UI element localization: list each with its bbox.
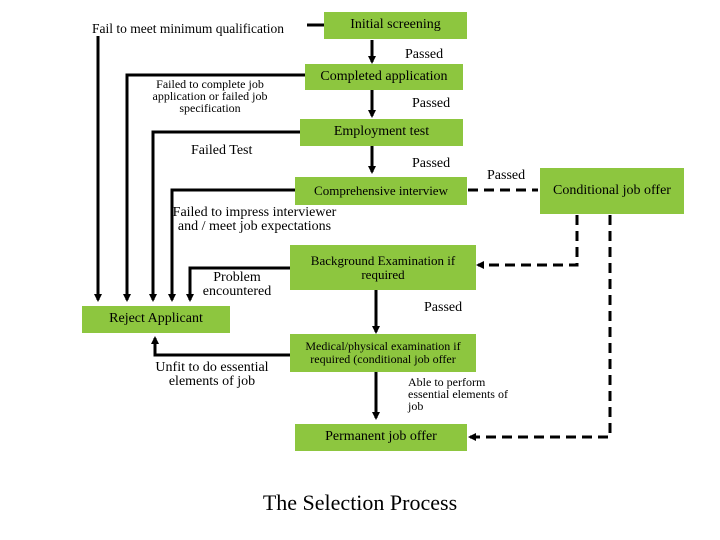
completed-application-label: Completed application xyxy=(320,68,448,84)
reject-line-medical xyxy=(151,336,290,357)
initial-screening-box: Initial screening xyxy=(324,12,467,39)
failed-application-label: Failed to complete job application or fa… xyxy=(152,77,268,115)
reject-applicant-box: Reject Applicant xyxy=(82,306,230,333)
reject-line-background xyxy=(186,266,290,302)
employment-test-label: Employment test xyxy=(333,124,430,140)
permanent-job-offer-box: Permanent job offer xyxy=(295,424,467,451)
able-to-perform-label: Able to perform essential elements of jo… xyxy=(408,375,508,413)
fail-minimum-label: Fail to meet minimum qualification xyxy=(92,22,307,36)
comprehensive-interview-label: Comprehensive interview xyxy=(314,183,448,199)
passed-label-2: Passed xyxy=(412,96,451,111)
failed-impress-label: Failed to impress interviewer and / meet… xyxy=(172,205,337,234)
permanent-job-offer-label: Permanent job offer xyxy=(325,429,437,445)
background-examination-box: Background Examination if required xyxy=(290,245,476,290)
reject-applicant-label: Reject Applicant xyxy=(109,311,203,327)
passed-label-3: Passed xyxy=(412,156,451,171)
passed-label-5: Passed xyxy=(424,300,463,315)
failed-test-label: Failed Test xyxy=(191,143,253,158)
reject-line-employment xyxy=(149,130,300,302)
unfit-label: Unfit to do essential elements of job xyxy=(155,360,269,389)
background-examination-label: Background Examination if required xyxy=(310,252,456,282)
initial-screening-label: Initial screening xyxy=(350,17,441,33)
dashed-conditional-to-background xyxy=(476,215,579,269)
passed-label-4: Passed xyxy=(487,168,526,183)
completed-application-box: Completed application xyxy=(305,64,463,90)
comprehensive-interview-box: Comprehensive interview xyxy=(295,177,467,205)
reject-line-completed xyxy=(123,73,305,302)
medical-examination-label: Medical/physical examination if required… xyxy=(305,339,461,366)
passed-label-1: Passed xyxy=(405,47,444,62)
medical-examination-box: Medical/physical examination if required… xyxy=(290,334,476,372)
problem-encountered-label: Problem encountered xyxy=(202,270,272,299)
reject-line-comprehensive xyxy=(168,188,295,302)
diagram-title: The Selection Process xyxy=(262,490,458,515)
conditional-job-offer-label: Conditional job offer xyxy=(553,182,671,198)
employment-test-box: Employment test xyxy=(300,119,463,146)
dashed-conditional-to-permanent xyxy=(468,215,612,441)
conditional-job-offer-box: Conditional job offer xyxy=(540,168,684,214)
